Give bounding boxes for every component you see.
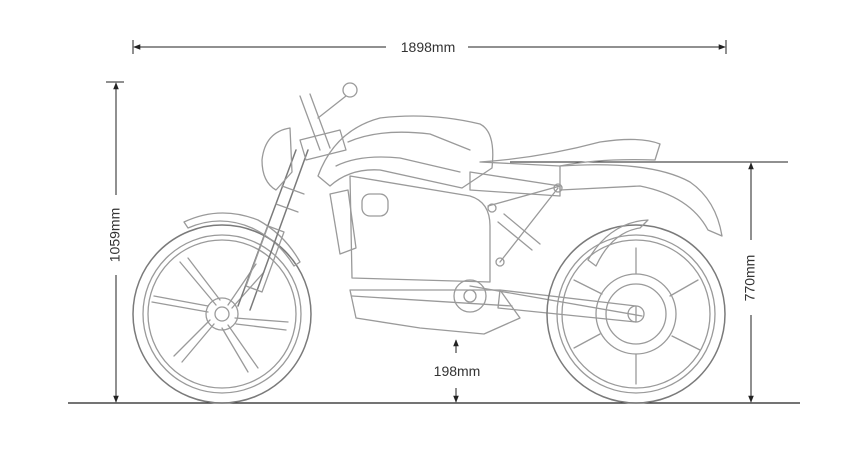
tank-body bbox=[317, 115, 494, 189]
seat-tail bbox=[469, 138, 723, 237]
height-label: 1059mm bbox=[107, 208, 123, 262]
front-fender bbox=[183, 212, 301, 267]
length-dimension: 1898mm bbox=[132, 39, 727, 55]
height-dimension: 1059mm bbox=[106, 81, 124, 403]
handlebar bbox=[299, 82, 358, 161]
ground-clearance-label: 198mm bbox=[434, 363, 481, 379]
rear-frame bbox=[487, 183, 563, 267]
swingarm bbox=[453, 279, 643, 323]
ground-clearance-dimension: 198mm bbox=[434, 339, 481, 403]
seat-height-label: 770mm bbox=[742, 255, 758, 302]
seat-height-dimension: 770mm bbox=[510, 161, 788, 403]
headlight bbox=[261, 127, 293, 191]
rear-wheel bbox=[546, 224, 726, 404]
rear-fender bbox=[587, 219, 649, 267]
front-fork bbox=[237, 149, 309, 311]
battery-cover bbox=[329, 175, 521, 335]
front-wheel bbox=[132, 224, 312, 404]
length-label: 1898mm bbox=[401, 39, 455, 55]
motorcycle-outline bbox=[132, 82, 726, 404]
